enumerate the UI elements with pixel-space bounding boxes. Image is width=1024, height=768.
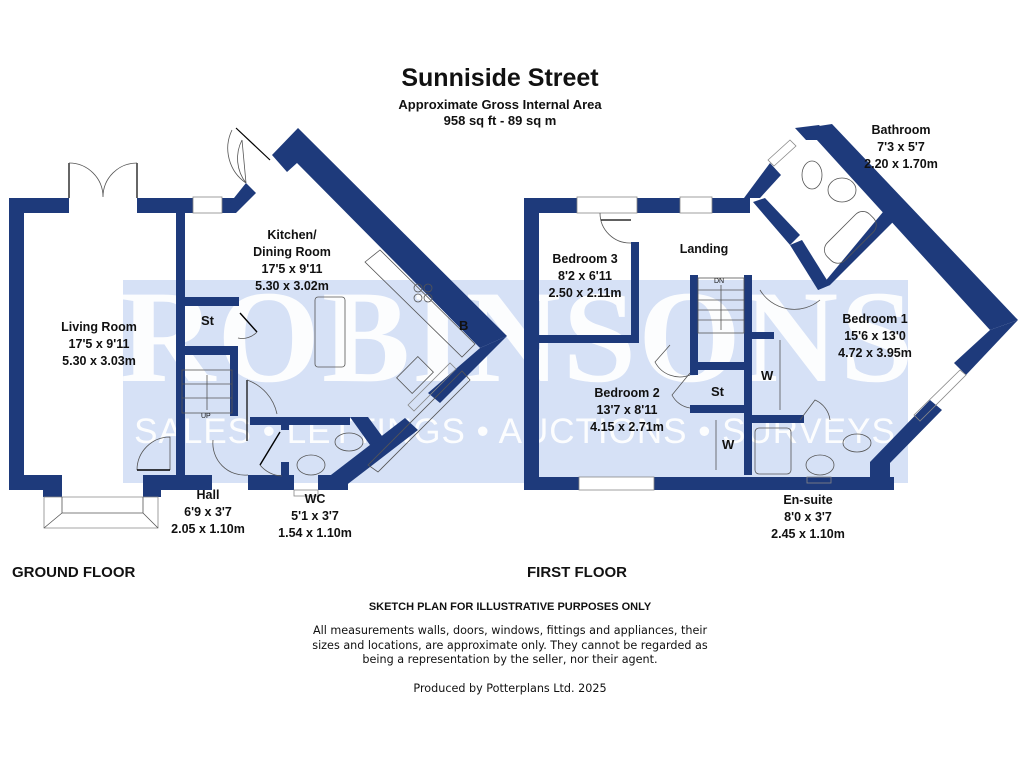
room-metric: 2.45 x 1.10m — [771, 527, 845, 541]
wardrobe-tag-bed1: W — [761, 368, 774, 383]
store-tag-first: St — [711, 384, 724, 399]
room-name: Kitchen/ — [267, 228, 317, 242]
plan-subtitle: Approximate Gross Internal Area — [398, 97, 602, 112]
room-bedroom-2: Bedroom 2 13'7 x 8'11 4.15 x 2.71m — [590, 385, 664, 436]
ground-floor-walls — [9, 128, 507, 497]
room-metric: 1.54 x 1.10m — [278, 526, 352, 540]
gross-area: 958 sq ft - 89 sq m — [443, 113, 557, 128]
wardrobe-tag-bed2: W — [722, 437, 735, 452]
room-name: En-suite — [783, 493, 833, 507]
room-name-2: Dining Room — [253, 245, 331, 259]
room-imperial: 15'6 x 13'0 — [844, 329, 906, 343]
store-tag-ground: St — [201, 313, 214, 328]
producer-credit: Produced by Potterplans Ltd. 2025 — [413, 682, 607, 695]
room-imperial: 8'2 x 6'11 — [558, 269, 612, 283]
room-imperial: 7'3 x 5'7 — [877, 140, 925, 154]
first-floor-label: FIRST FLOOR — [527, 564, 627, 581]
room-name: Bedroom 2 — [594, 386, 660, 400]
room-metric: 2.05 x 1.10m — [171, 522, 245, 536]
room-bedroom-1: Bedroom 1 15'6 x 13'0 4.72 x 3.95m — [838, 311, 912, 362]
room-metric: 4.15 x 2.71m — [590, 420, 664, 434]
room-bathroom: Bathroom 7'3 x 5'7 2.20 x 1.70m — [864, 122, 938, 173]
room-metric: 4.72 x 3.95m — [838, 346, 912, 360]
room-imperial: 13'7 x 8'11 — [596, 403, 658, 417]
room-name: WC — [304, 492, 326, 506]
room-wc: WC 5'1 x 3'7 1.54 x 1.10m — [278, 491, 352, 542]
room-metric: 5.30 x 3.03m — [62, 354, 136, 368]
ground-floor-label: GROUND FLOOR — [12, 564, 136, 581]
room-en-suite: En-suite 8'0 x 3'7 2.45 x 1.10m — [771, 492, 845, 543]
room-bedroom-3: Bedroom 3 8'2 x 6'11 2.50 x 2.11m — [549, 251, 622, 302]
watermark-band — [123, 280, 908, 483]
disclaimer-text: All measurements walls, doors, windows, … — [312, 624, 708, 666]
stairs-down-tag: DN — [714, 278, 725, 285]
room-landing: Landing — [680, 241, 729, 258]
room-imperial: 8'0 x 3'7 — [784, 510, 832, 524]
watermark-brand: ROBINSONS — [120, 263, 916, 410]
room-imperial: 17'5 x 9'11 — [261, 262, 323, 276]
room-kitchen-dining: Kitchen/ Dining Room 17'5 x 9'11 5.30 x … — [253, 227, 331, 295]
room-imperial: 6'9 x 3'7 — [184, 505, 232, 519]
room-name: Hall — [196, 488, 220, 502]
room-name: Living Room — [61, 320, 137, 334]
room-living-room: Living Room 17'5 x 9'11 5.30 x 3.03m — [61, 319, 137, 370]
room-hall: Hall 6'9 x 3'7 2.05 x 1.10m — [171, 487, 245, 538]
ground-floor-fixtures — [43, 127, 476, 529]
boiler-tag: B — [459, 318, 469, 333]
room-name: Bedroom 1 — [842, 312, 908, 326]
plan-title: Sunniside Street — [401, 64, 599, 92]
stairs-up-tag: UP — [201, 413, 211, 420]
room-metric: 5.30 x 3.02m — [255, 279, 329, 293]
room-metric: 2.50 x 2.11m — [548, 286, 622, 300]
disclaimer-heading: SKETCH PLAN FOR ILLUSTRATIVE PURPOSES ON… — [368, 601, 652, 613]
room-name: Bedroom 3 — [552, 252, 618, 266]
room-imperial: 5'1 x 3'7 — [291, 509, 339, 523]
room-metric: 2.20 x 1.70m — [864, 157, 938, 171]
room-name: Bathroom — [871, 123, 931, 137]
room-name: Landing — [679, 242, 729, 256]
first-floor-walls — [524, 124, 1018, 490]
room-imperial: 17'5 x 9'11 — [68, 337, 130, 351]
first-floor-fixtures — [576, 139, 967, 491]
